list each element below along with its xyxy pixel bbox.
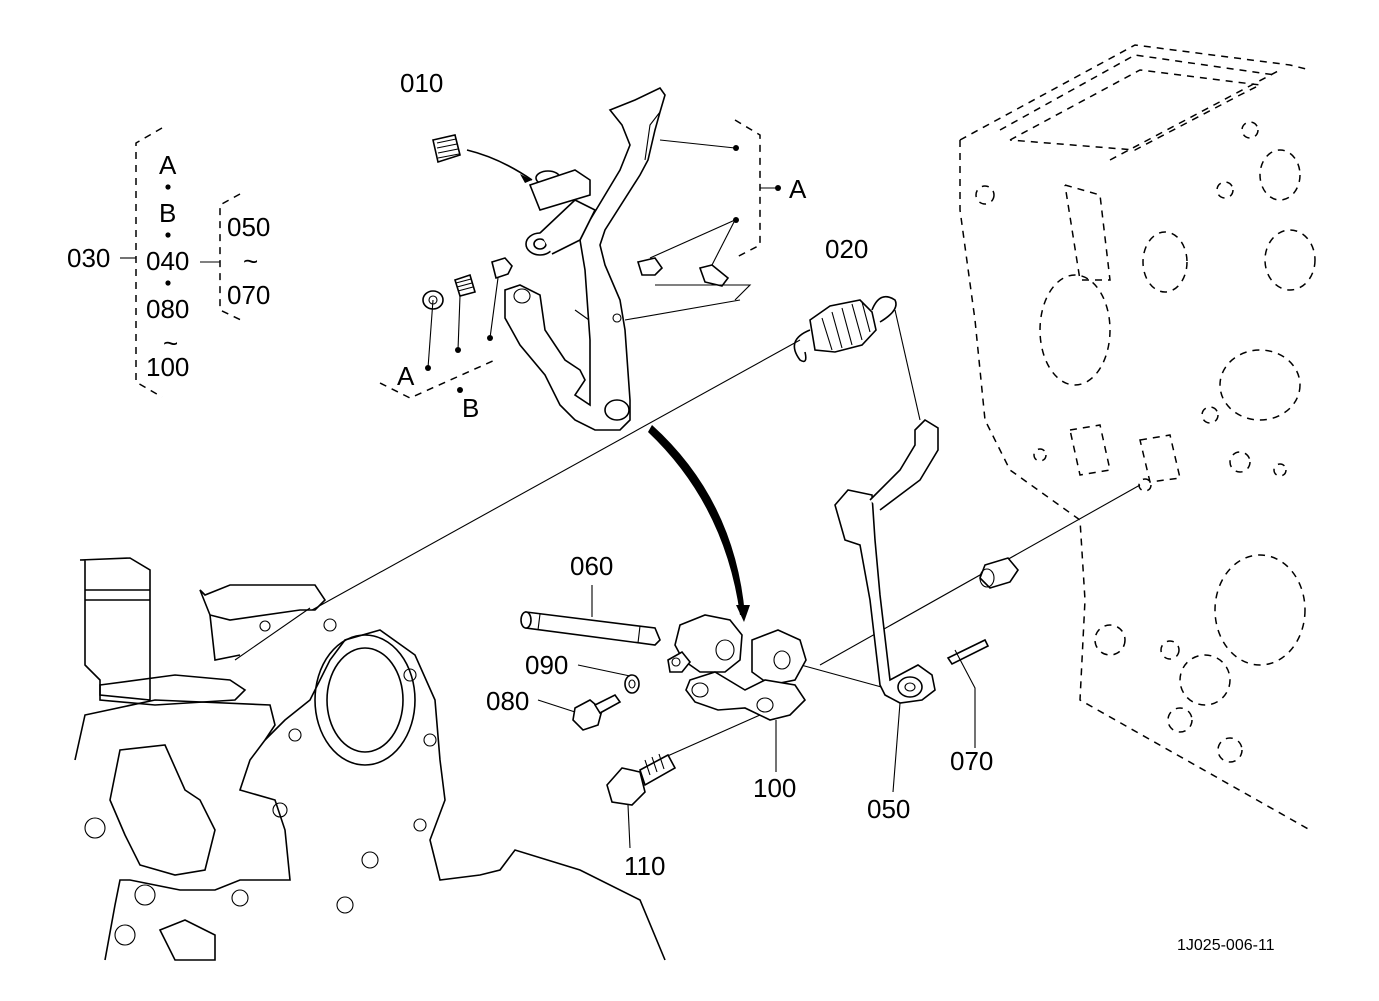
ref-a-left: A [397,361,415,391]
part-label-020: 020 [825,234,868,264]
leader-050 [892,702,901,793]
ref-a-right: A [789,174,807,204]
yoke-100 [674,614,807,772]
spring-020 [793,295,897,363]
drawing-code: 1J025-006-11 [1177,937,1275,954]
legend-tilde-1: ~ [243,246,258,276]
part-label-110: 110 [624,851,665,881]
ref-bracket-a-right [733,119,781,259]
ref-b-left: B [462,393,479,423]
ref-bracket-ab-left [379,335,496,399]
part-label-010: 010 [400,68,443,98]
part-label-080: 080 [486,686,529,716]
legend-tilde-2: ~ [163,328,178,358]
pin-070 [946,638,990,748]
part-label-060: 060 [570,551,613,581]
washer-090 [577,664,640,694]
legend-040: 040 [146,246,189,276]
part-label-090: 090 [525,650,568,680]
legend-a: A [159,150,177,180]
legend-bracket [120,127,246,398]
part-label-050: 050 [867,794,910,824]
bushing [979,557,1019,589]
detent-parts [422,134,752,369]
nut-small [667,650,692,673]
assembly-arrow [648,425,750,622]
bolt-110 [606,753,677,849]
lever-050 [834,418,939,704]
engine-block [959,44,1316,831]
part-label-030: 030 [67,243,110,273]
bolt-080 [537,693,622,731]
shaft-060 [520,585,661,646]
part-label-100: 100 [753,773,796,803]
legend-100: 100 [146,352,189,382]
arrow-010 [466,149,533,181]
legend-080: 080 [146,294,189,324]
legend-050: 050 [227,212,270,242]
part-label-070: 070 [950,746,993,776]
legend-b: B [159,198,176,228]
shift-fork [504,86,666,431]
legend-070: 070 [227,280,270,310]
arrow-010-head [520,174,532,183]
